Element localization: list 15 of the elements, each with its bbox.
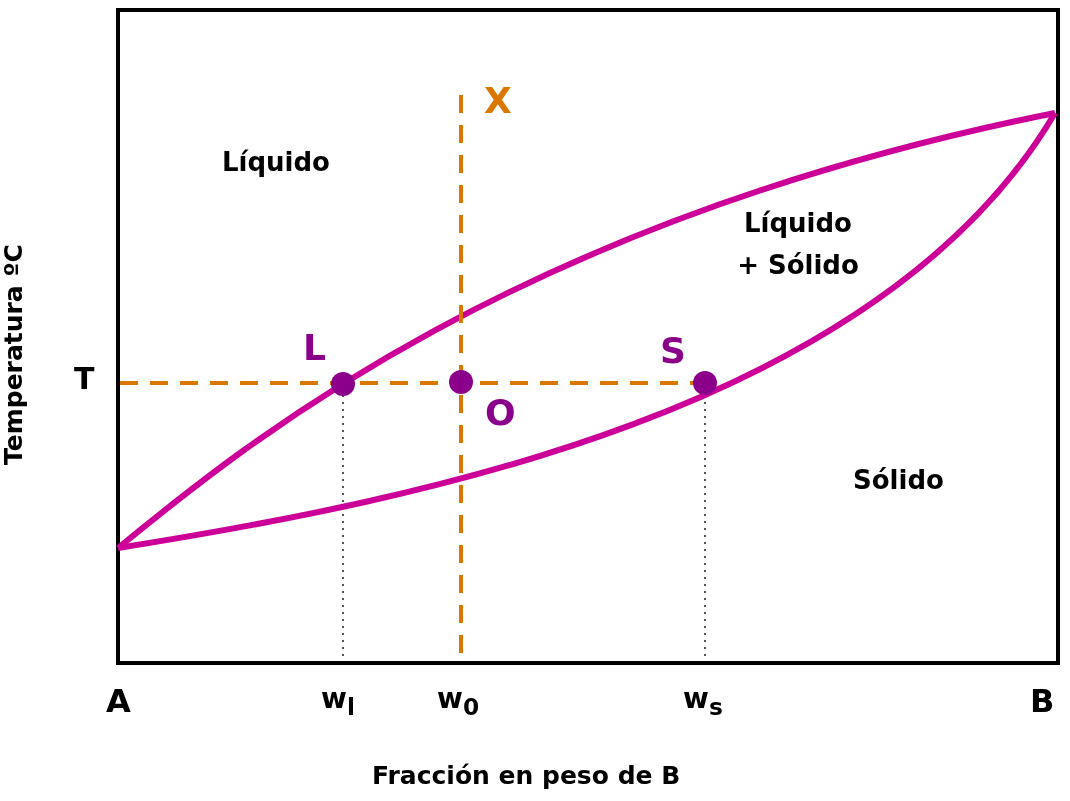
axis-title: Temperatura ºC <box>0 244 29 465</box>
point-label: S <box>660 330 686 372</box>
point-label: L <box>303 327 326 369</box>
axis-tick-label: w$_{0}$ <box>437 683 480 721</box>
axis-title: Fracción en peso de B <box>372 762 681 791</box>
phase-label: Líquido <box>222 148 330 178</box>
axis-tick-label: w$_{l}$ <box>321 683 355 721</box>
line-label: X <box>484 80 512 122</box>
phase-label: Sólido <box>853 466 944 496</box>
point-label: O <box>485 392 516 434</box>
axis-tick-label: w$_{s}$ <box>683 683 723 721</box>
phase-label: Líquido + Sólido <box>736 207 860 282</box>
axis-end-label: A <box>106 683 131 720</box>
axis-tick-label: T <box>74 362 95 397</box>
axis-end-label: B <box>1030 683 1055 720</box>
